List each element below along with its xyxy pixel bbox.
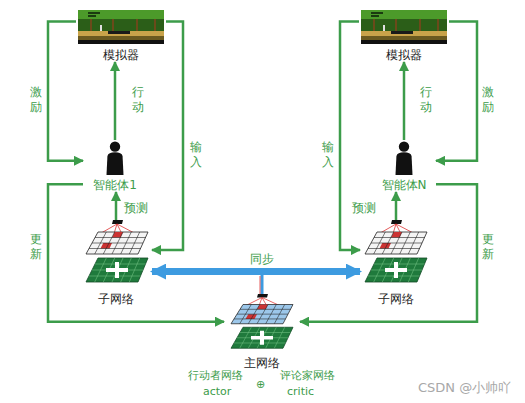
flow-arrow [114, 62, 117, 140]
agent-icon [396, 141, 413, 175]
subnetwork-box: 子网络 [80, 220, 152, 306]
edge-label: 行动 [132, 85, 145, 115]
sync-arrow [152, 268, 360, 275]
simulator-box: 模拟器 [76, 8, 166, 62]
flow-arrow [436, 22, 477, 161]
agent-box: 智能体N [372, 140, 436, 192]
flow-arrow [115, 192, 118, 220]
flow-arrow [340, 22, 360, 251]
node-label: 模拟器 [103, 48, 139, 62]
flow-arrow [48, 184, 224, 321]
game-screen [361, 10, 447, 44]
plus-symbol: ⊕ [256, 378, 265, 391]
main-network-box: 主网络 [224, 292, 300, 370]
network-caption: actor [203, 385, 231, 398]
edge-label: 预测 [352, 201, 376, 216]
node-label: 智能体1 [93, 178, 137, 192]
simulator-box: 模拟器 [359, 8, 449, 62]
node-label: 模拟器 [386, 48, 422, 62]
flow-arrow [300, 184, 477, 321]
edge-label: 输入 [322, 140, 335, 170]
network-icon [231, 294, 293, 348]
agent-icon [107, 141, 124, 175]
node-label: 智能体N [382, 178, 427, 192]
edge-label: 行动 [420, 85, 433, 115]
sync-stub [261, 274, 264, 294]
subnetwork-box: 子网络 [360, 220, 432, 306]
flow-arrow [48, 22, 83, 161]
game-screen [78, 10, 164, 44]
network-caption: 评论家网络 [280, 369, 335, 382]
network-caption: critic [287, 385, 314, 398]
edge-label: 输入 [190, 140, 203, 170]
edge-label: 更新 [30, 232, 43, 262]
edge-label: 激励 [482, 85, 495, 115]
edge-label: 预测 [124, 201, 148, 216]
network-icon [86, 220, 148, 282]
node-label: 子网络 [98, 292, 134, 306]
edge-label: 同步 [250, 252, 274, 267]
network-caption: 行动者网络 [188, 369, 243, 382]
edge-label: 更新 [482, 232, 495, 262]
edge-label: 激励 [30, 85, 43, 115]
sync-stub [260, 276, 261, 294]
network-icon [365, 220, 427, 282]
flow-arrow [152, 22, 183, 251]
agent-box: 智能体1 [83, 140, 147, 192]
node-label: 子网络 [378, 292, 414, 306]
flow-arrow [395, 192, 398, 220]
node-label: 主网络 [244, 356, 280, 370]
flow-arrow [403, 62, 406, 140]
watermark: CSDN @小帅吖 [418, 381, 511, 394]
